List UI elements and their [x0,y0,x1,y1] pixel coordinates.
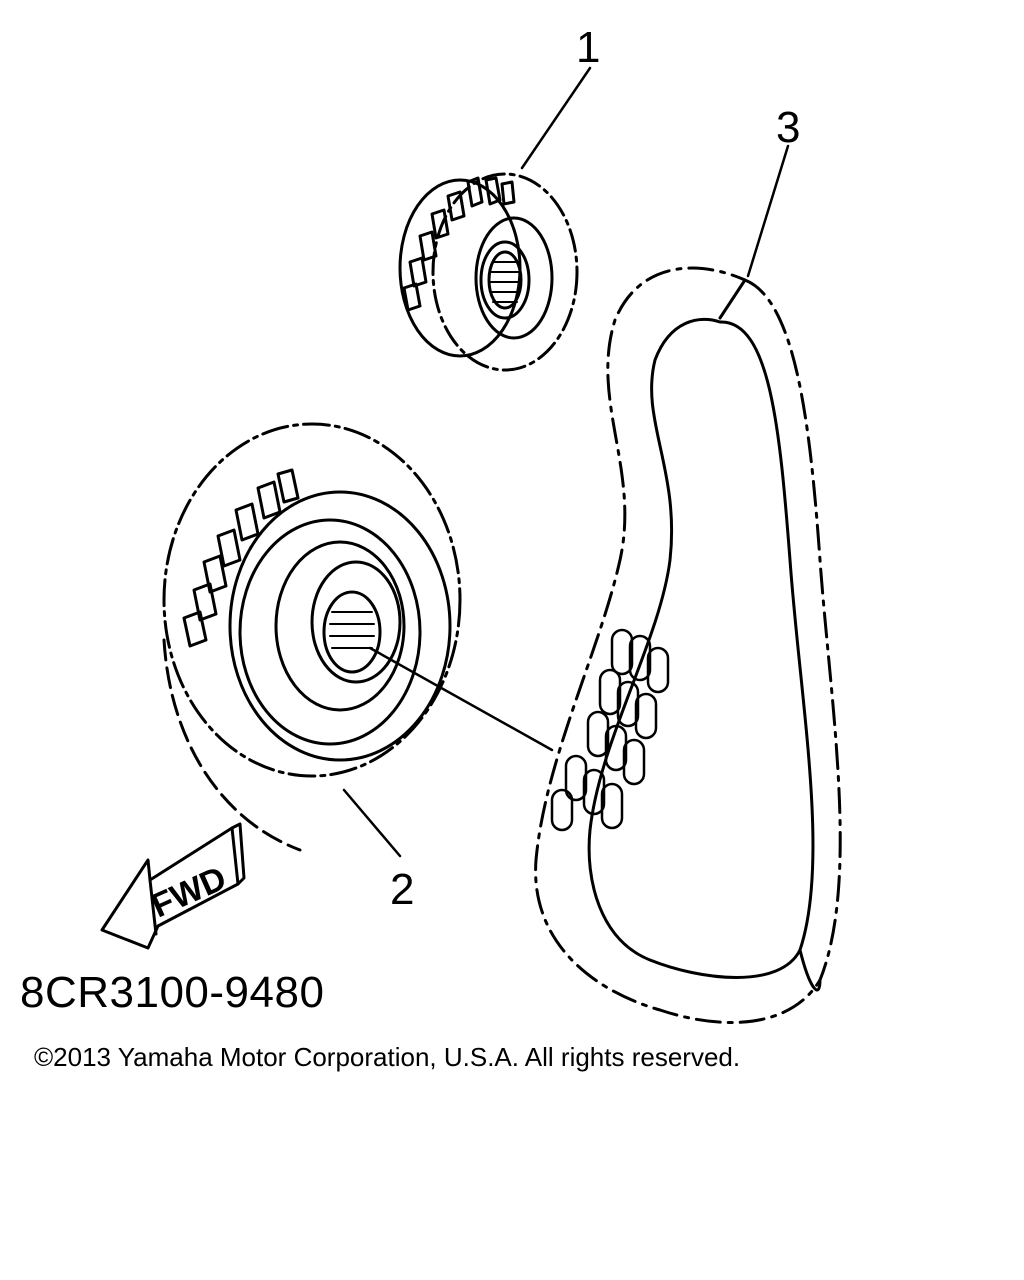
fwd-arrow-icon [100,822,246,950]
leader-lines [342,66,790,858]
drive-sprocket-part-1 [398,172,579,372]
leader-line-2 [342,788,402,858]
callout-part-3: 3 [776,103,801,152]
leader-line-3 [746,144,790,278]
fwd-label: FWD [146,859,232,925]
drive-chain-part-3 [534,266,842,1024]
callout-part-2: 2 [390,865,415,914]
chain-links-detail [550,628,670,832]
leader-line-shaft [368,646,554,752]
diagram-part-number: 8CR3100-9480 [20,968,325,1017]
leader-line-1 [520,66,592,170]
driven-sprocket-part-2 [162,422,462,852]
copyright-notice: ©2013 Yamaha Motor Corporation, U.S.A. A… [34,1042,741,1072]
callout-part-1: 1 [576,23,601,72]
